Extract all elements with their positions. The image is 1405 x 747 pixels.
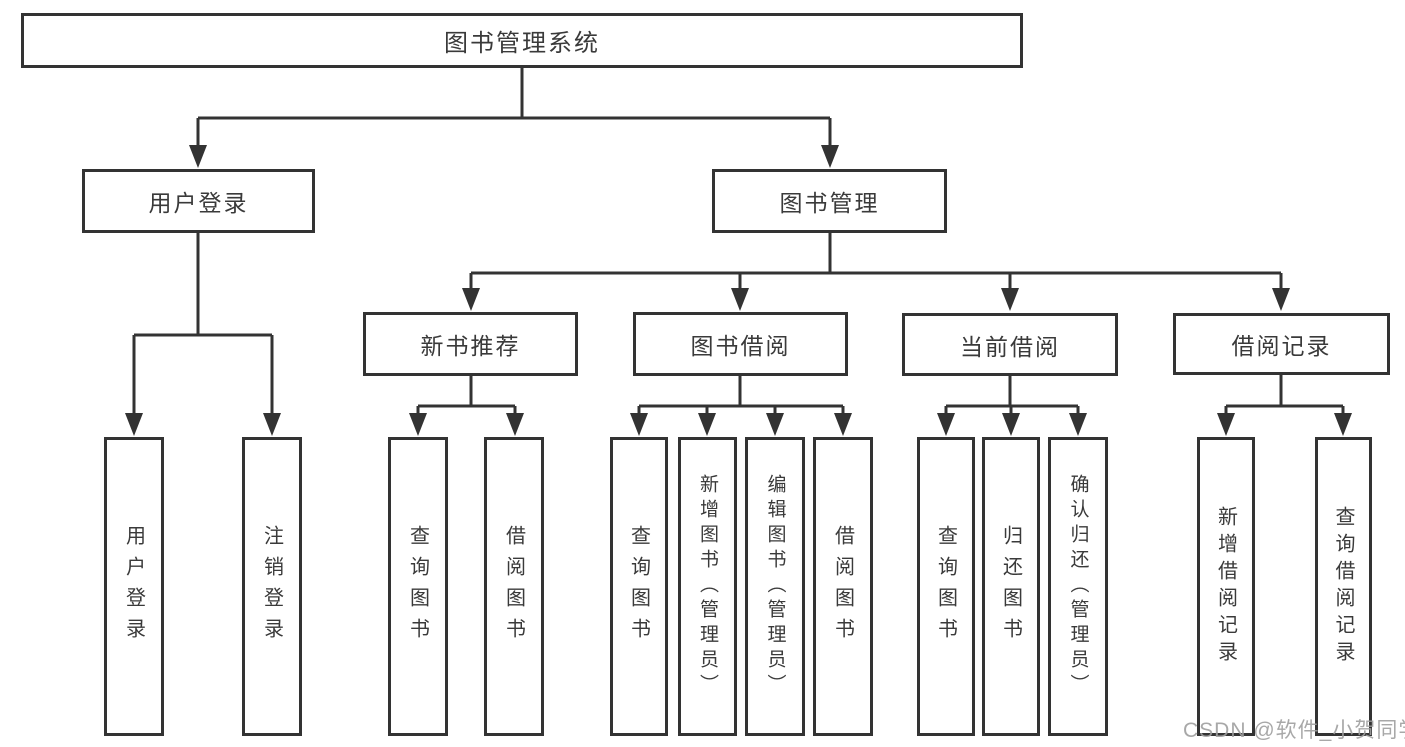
node-label: 借阅图书 <box>502 524 525 649</box>
node-book-management-module: 图书管理 <box>712 169 947 233</box>
node-label: 新增图书（管理员） <box>697 474 718 699</box>
csdn-watermark: CSDN @软件_小贺同学 <box>1183 719 1405 742</box>
node-leaf-query-books-recommend: 查询图书 <box>388 437 448 736</box>
node-label: 用户登录 <box>148 190 249 216</box>
node-leaf-logout: 注销登录 <box>242 437 302 736</box>
node-label: 图书管理 <box>779 190 880 216</box>
node-book-borrowing: 图书借阅 <box>633 312 848 376</box>
node-leaf-user-login: 用户登录 <box>104 437 164 736</box>
node-leaf-return-book: 归还图书 <box>982 437 1040 736</box>
node-leaf-borrow-books-recommend: 借阅图书 <box>484 437 544 736</box>
arrowheads <box>125 145 1352 436</box>
node-label: 注销登录 <box>260 524 283 649</box>
node-label: 用户登录 <box>122 524 145 649</box>
node-label: 确认归还（管理员） <box>1067 474 1089 699</box>
node-leaf-query-borrow-record: 查询借阅记录 <box>1315 437 1372 736</box>
node-label: 图书管理系统 <box>444 30 600 57</box>
node-label: 查询图书 <box>627 524 650 649</box>
node-leaf-add-borrow-record: 新增借阅记录 <box>1197 437 1255 736</box>
node-label: 查询借阅记录 <box>1332 505 1354 668</box>
node-root-library-system: 图书管理系统 <box>21 13 1023 68</box>
node-label: 借阅图书 <box>831 524 854 649</box>
node-label: 借阅记录 <box>1231 333 1332 359</box>
node-current-borrowing: 当前借阅 <box>902 313 1118 376</box>
node-label: 查询图书 <box>934 524 957 649</box>
node-leaf-borrow-books-borrowing: 借阅图书 <box>813 437 873 736</box>
node-leaf-query-books-borrowing: 查询图书 <box>610 437 668 736</box>
node-new-book-recommend: 新书推荐 <box>363 312 578 376</box>
node-leaf-confirm-return-admin: 确认归还（管理员） <box>1048 437 1108 736</box>
node-borrow-records: 借阅记录 <box>1173 313 1390 375</box>
node-label: 新增借阅记录 <box>1214 505 1237 668</box>
node-leaf-query-books-current: 查询图书 <box>917 437 975 736</box>
node-label: 归还图书 <box>999 524 1022 649</box>
node-label: 图书借阅 <box>690 333 791 359</box>
tree-edges <box>132 68 1345 414</box>
node-label: 当前借阅 <box>960 333 1060 360</box>
node-label: 编辑图书（管理员） <box>764 474 786 699</box>
node-label: 查询图书 <box>406 524 429 649</box>
node-label: 新书推荐 <box>420 333 521 359</box>
node-leaf-edit-book-admin: 编辑图书（管理员） <box>745 437 805 736</box>
node-leaf-add-book-admin: 新增图书（管理员） <box>678 437 737 736</box>
node-user-login-module: 用户登录 <box>82 169 315 233</box>
